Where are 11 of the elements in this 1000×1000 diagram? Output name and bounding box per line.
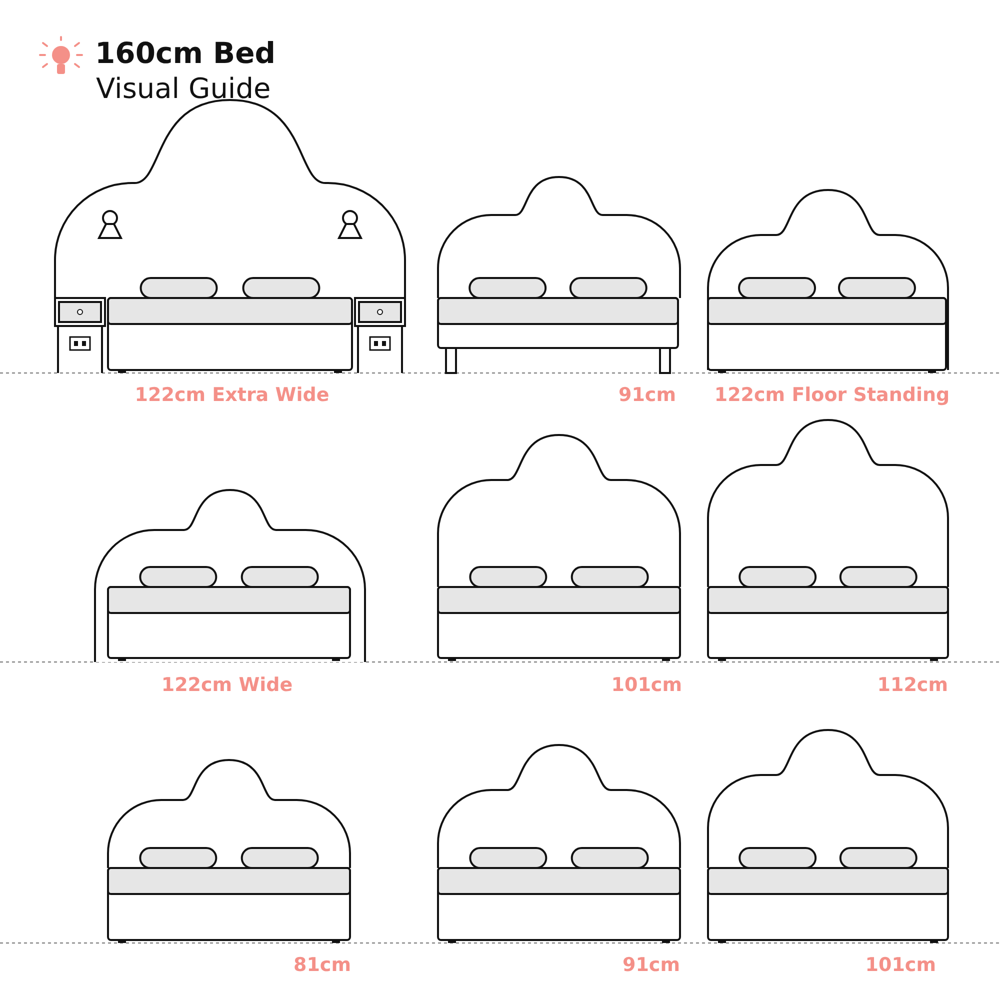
size-label: 122cm Floor Standing: [714, 384, 950, 406]
size-label: 122cm Wide: [161, 674, 293, 696]
size-label: 91cm: [622, 954, 680, 976]
size-label: 81cm: [293, 954, 351, 976]
subtitle: Visual Guide: [96, 72, 271, 105]
size-label: 112cm: [877, 674, 948, 696]
size-label: 122cm Extra Wide: [134, 384, 330, 406]
size-label: 101cm: [611, 674, 682, 696]
size-label: 101cm: [865, 954, 936, 976]
size-label: 91cm: [618, 384, 676, 406]
title: 160cm Bed: [95, 36, 276, 70]
